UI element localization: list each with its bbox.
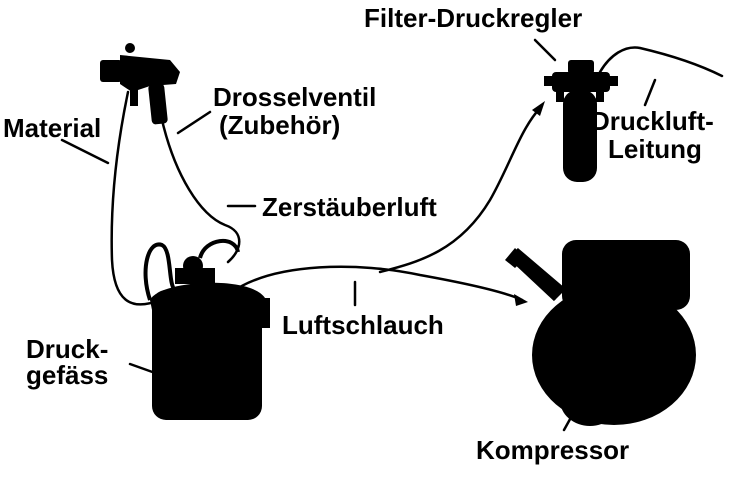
leader-material	[60, 138, 110, 165]
leader-lines	[60, 38, 657, 432]
label-atomizing-air: Zerstäuberluft	[262, 192, 437, 222]
label-pressure-tank-1: Druck-	[26, 334, 108, 364]
pressure-tank-icon	[143, 238, 270, 420]
label-filter-regulator: Filter-Druckregler	[364, 3, 582, 33]
label-material: Material	[3, 113, 101, 143]
spray-gun-handle	[148, 83, 168, 125]
compressor-stand-bar	[550, 378, 586, 383]
arrow-to-compressor-icon	[514, 294, 528, 306]
tank-lid	[150, 282, 265, 310]
filter-gauge-right	[596, 92, 604, 102]
spray-gun-knob	[125, 43, 135, 53]
air-hose-to-filter	[378, 106, 542, 274]
leader-throttle	[176, 110, 212, 135]
compressor-icon	[505, 240, 696, 426]
leader-filter	[533, 38, 557, 62]
spray-gun-body	[120, 55, 180, 92]
filter-outlet	[606, 76, 618, 86]
label-throttle-valve-2: (Zubehör)	[219, 110, 340, 140]
filter-knob	[568, 60, 594, 74]
filter-head	[552, 72, 610, 92]
labels: Filter-Druckregler Drosselventil (Zubehö…	[3, 3, 714, 465]
air-hose-to-compressor	[230, 265, 524, 302]
label-compressor: Kompressor	[476, 435, 629, 465]
spray-gun-trigger	[130, 84, 138, 106]
spray-gun-nozzle	[100, 60, 122, 82]
filter-bowl	[563, 90, 597, 182]
filter-gauge	[556, 92, 564, 102]
label-compressed-air-2: Leitung	[608, 134, 702, 164]
label-throttle-valve-1: Drosselventil	[213, 82, 376, 112]
compressed-air-line	[598, 46, 724, 78]
leader-compressed-air	[643, 78, 657, 107]
tank-handle	[143, 242, 177, 301]
label-air-hose: Luftschlauch	[282, 310, 444, 340]
label-compressed-air-1: Druckluft-	[591, 106, 714, 136]
arrow-heads	[514, 101, 545, 306]
filter-regulator-icon	[544, 60, 618, 182]
label-pressure-tank-2: gefäss	[26, 360, 108, 390]
tank-regulator	[175, 268, 215, 284]
tank-body	[152, 290, 262, 420]
material-hose	[110, 90, 162, 306]
spray-gun-icon	[100, 43, 180, 125]
atomizing-air-hose	[160, 118, 241, 264]
compressor-handle-grip	[505, 248, 525, 268]
tank-fitting	[198, 238, 240, 259]
filter-inlet	[544, 76, 556, 86]
compressor-stand	[548, 378, 590, 410]
arrow-to-filter-icon	[532, 101, 545, 116]
hoses	[110, 46, 724, 306]
tank-outlet	[258, 298, 270, 328]
